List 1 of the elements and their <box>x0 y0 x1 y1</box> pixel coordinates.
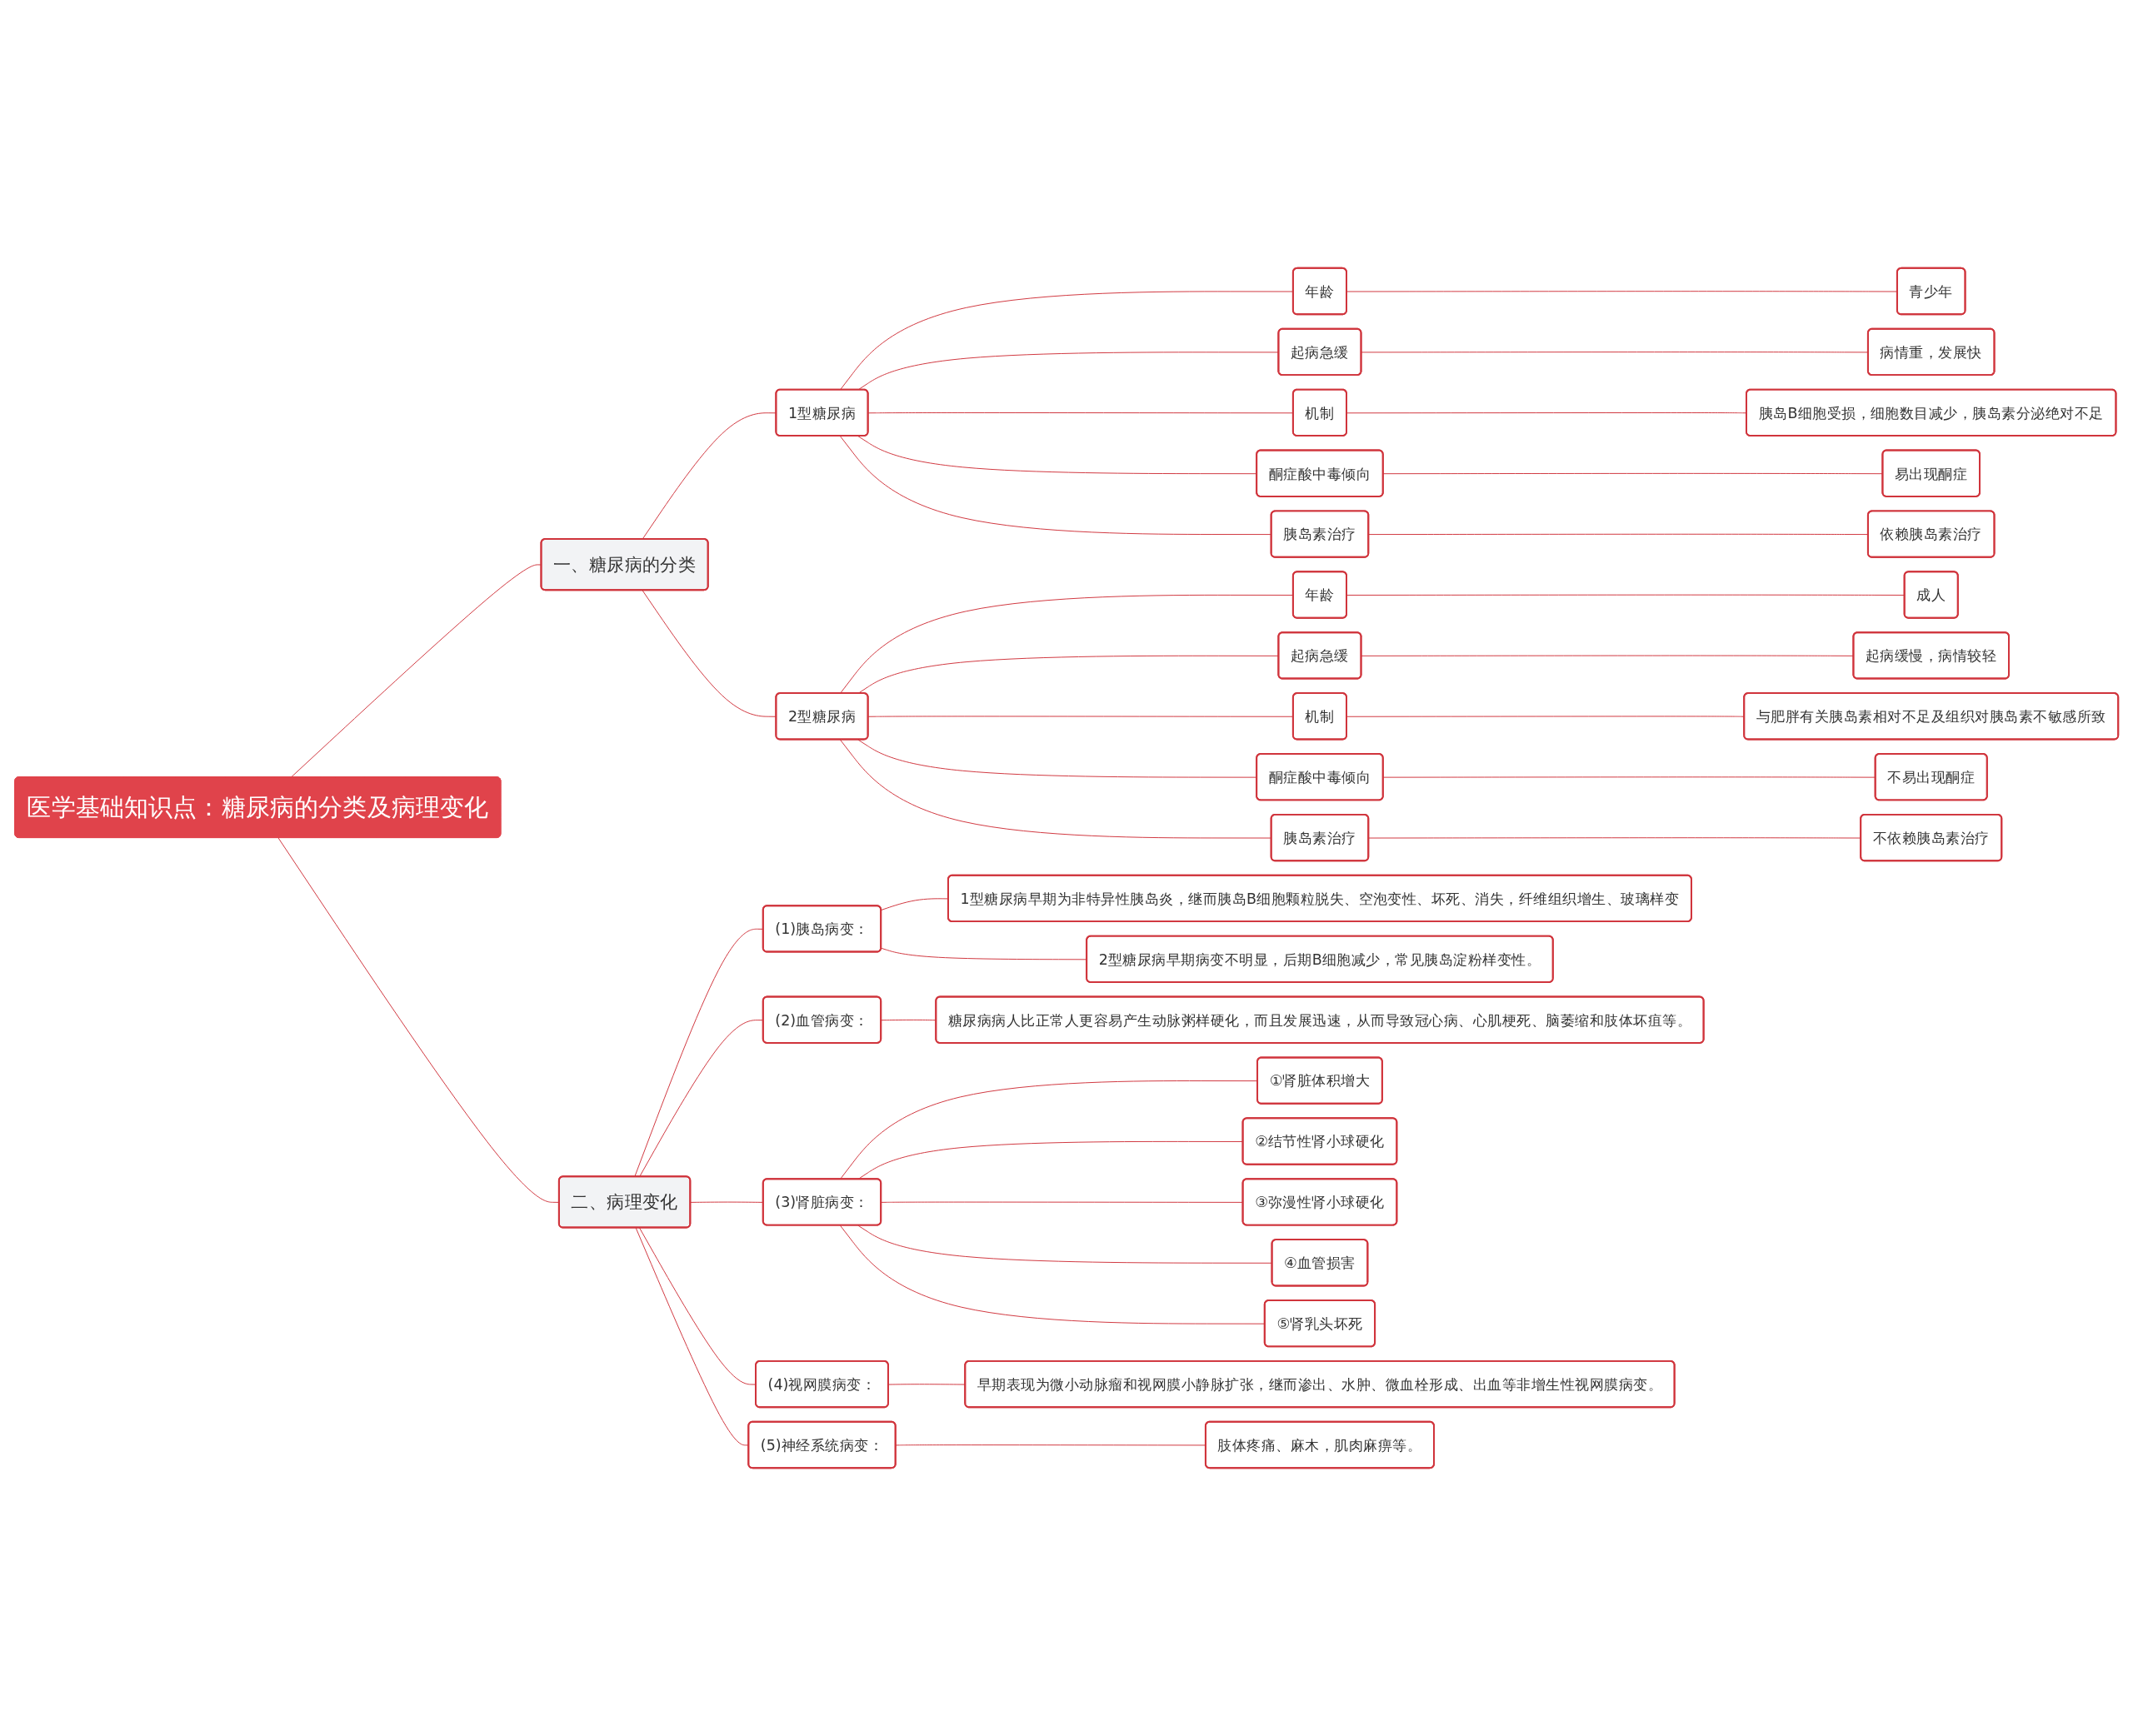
connector <box>639 1227 757 1385</box>
